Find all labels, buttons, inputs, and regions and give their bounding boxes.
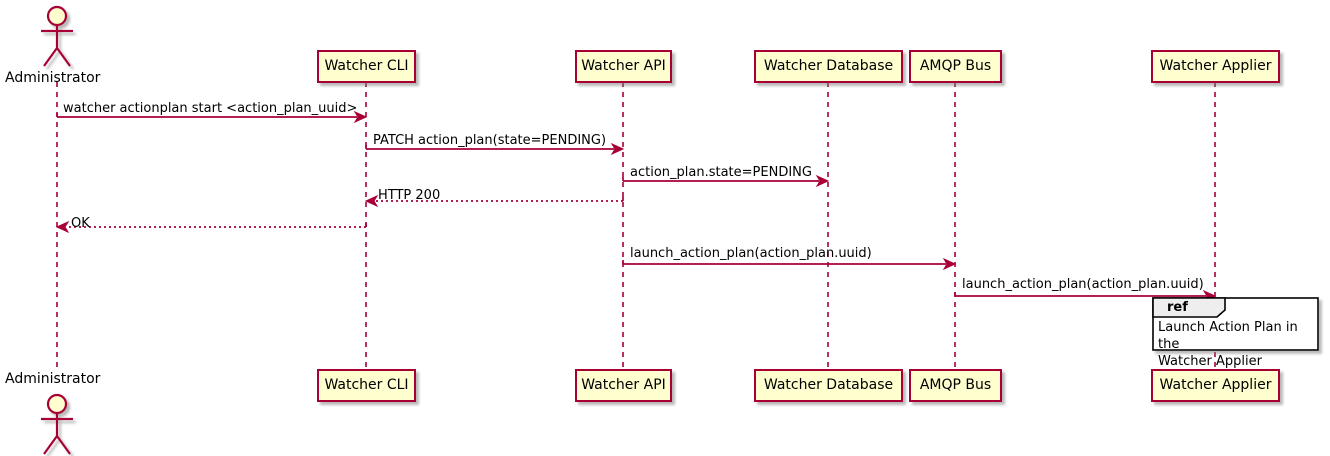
participant-box-watcher-api-bottom[interactable] xyxy=(575,369,672,402)
message-m1 xyxy=(56,110,368,124)
participant-box-rect[interactable] xyxy=(1151,369,1280,402)
message-label-m7: launch_action_plan(action_plan.uuid) xyxy=(962,277,1204,292)
actor-label-administrator-top: Administrator xyxy=(5,70,101,86)
message-m5 xyxy=(55,220,367,234)
participant-box-amqp-bus-top[interactable] xyxy=(909,50,1002,83)
participant-label-watcher-cli-bottom: Watcher CLI xyxy=(324,377,409,393)
message-arrowhead xyxy=(610,142,625,156)
actor-leg-left xyxy=(43,435,58,455)
message-arrowhead xyxy=(353,110,368,124)
message-arrowhead xyxy=(364,194,379,208)
message-label-m2: PATCH action_plan(state=PENDING) xyxy=(373,133,607,148)
actor-figure-administrator-bottom xyxy=(41,393,73,455)
message-label-m5: OK xyxy=(71,216,90,231)
participant-box-watcher-api-top[interactable] xyxy=(575,50,672,83)
actor-head xyxy=(46,393,68,415)
participant-box-rect[interactable] xyxy=(317,50,416,83)
participant-label-watcher-api-top: Watcher API xyxy=(581,58,666,74)
actor-leg-left xyxy=(43,47,58,67)
participant-label-watcher-database-bottom: Watcher Database xyxy=(763,377,894,393)
participant-box-rect[interactable] xyxy=(1151,50,1280,83)
message-label-m1: watcher actionplan start <action_plan_uu… xyxy=(63,101,358,116)
message-arrows-group xyxy=(55,110,1217,303)
participant-box-rect[interactable] xyxy=(754,369,903,402)
participant-label-watcher-database-top: Watcher Database xyxy=(763,58,894,74)
message-m3 xyxy=(622,174,830,188)
actor-leg-right xyxy=(56,435,71,455)
message-arrowhead xyxy=(942,257,957,271)
participant-box-rect[interactable] xyxy=(754,50,903,83)
participant-label-watcher-cli-top: Watcher CLI xyxy=(324,58,409,74)
participant-box-watcher-applier-bottom[interactable] xyxy=(1151,369,1280,402)
participant-box-watcher-applier-top[interactable] xyxy=(1151,50,1280,83)
participant-box-rect[interactable] xyxy=(909,50,1002,83)
message-label-m3: action_plan.state=PENDING xyxy=(630,165,812,180)
actor-leg-right xyxy=(56,47,71,67)
message-arrowhead xyxy=(815,174,830,188)
message-m6 xyxy=(622,257,957,271)
participant-box-amqp-bus-bottom[interactable] xyxy=(909,369,1002,402)
ref-frame[interactable] xyxy=(1152,297,1319,351)
participant-box-rect[interactable] xyxy=(317,369,416,402)
participant-box-watcher-database-bottom[interactable] xyxy=(754,369,903,402)
participant-label-amqp-bus-top: AMQP Bus xyxy=(919,58,992,74)
ref-title-tab xyxy=(1152,297,1226,318)
message-label-m4: HTTP 200 xyxy=(378,188,441,203)
actor-label-administrator-bottom: Administrator xyxy=(5,371,101,387)
participant-box-watcher-cli-bottom[interactable] xyxy=(317,369,416,402)
participant-box-rect[interactable] xyxy=(575,50,672,83)
ref-frame-group xyxy=(1152,297,1319,351)
participant-label-amqp-bus-bottom: AMQP Bus xyxy=(919,377,992,393)
participant-box-watcher-cli-top[interactable] xyxy=(317,50,416,83)
message-arrowhead xyxy=(55,220,70,234)
ref-body-text: Launch Action Plan in the Watcher Applie… xyxy=(1158,320,1298,369)
participant-box-rect[interactable] xyxy=(575,369,672,402)
participant-boxes-group xyxy=(317,50,1280,402)
actor-figure-administrator-top xyxy=(41,5,73,67)
actor-head xyxy=(46,5,68,27)
message-label-m6: launch_action_plan(action_plan.uuid) xyxy=(630,246,872,261)
lifelines-group xyxy=(56,82,1216,370)
message-m4 xyxy=(364,194,624,208)
participant-box-rect[interactable] xyxy=(909,369,1002,402)
participant-box-watcher-database-top[interactable] xyxy=(754,50,903,83)
participant-label-watcher-api-bottom: Watcher API xyxy=(581,377,666,393)
message-m2 xyxy=(365,142,625,156)
actors-group xyxy=(41,5,73,455)
participant-label-watcher-applier-top: Watcher Applier xyxy=(1159,58,1272,74)
ref-title-label: ref xyxy=(1167,300,1188,315)
participant-label-watcher-applier-bottom: Watcher Applier xyxy=(1159,377,1272,393)
